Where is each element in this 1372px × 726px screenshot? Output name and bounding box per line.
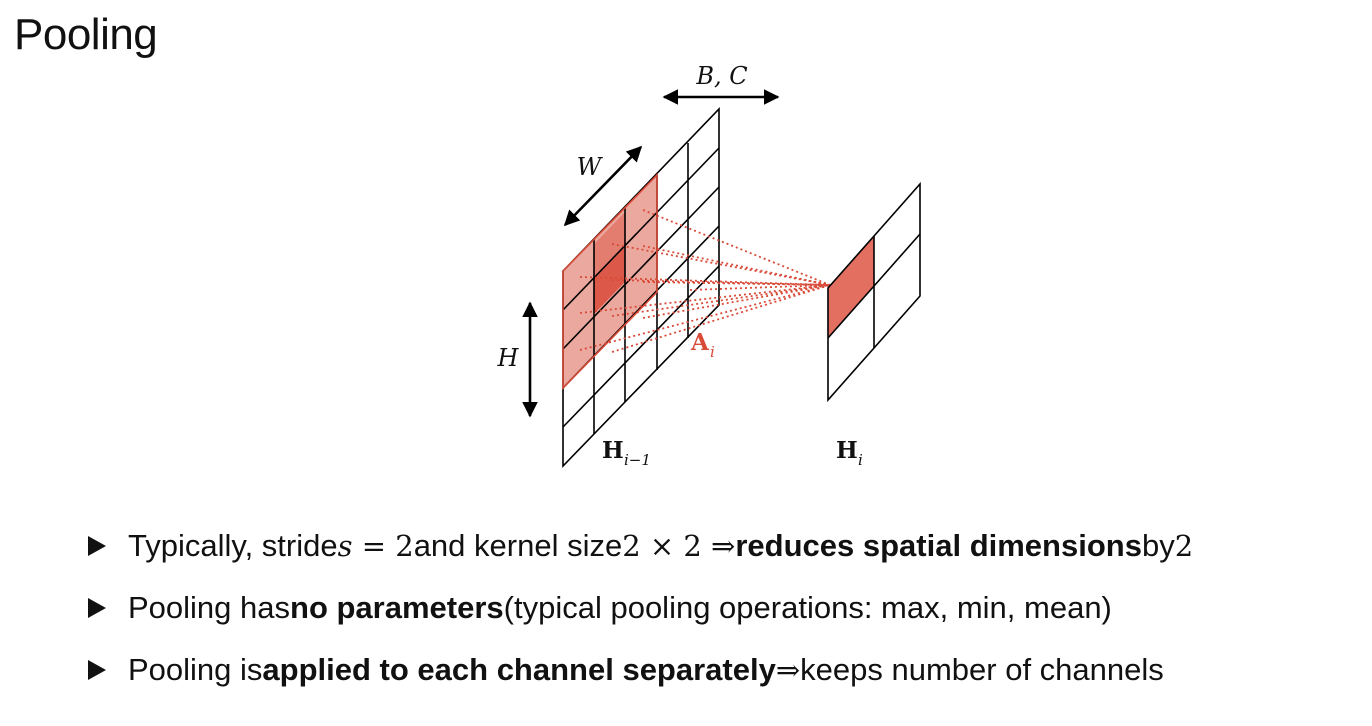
bullet-item: Pooling is applied to each channel separ… (88, 646, 1193, 694)
width-label: W (577, 153, 604, 181)
output-map-label-sub: i (858, 451, 863, 469)
bullet-text: Typically, stride (128, 528, 338, 563)
stride-symbol: s (337, 529, 353, 563)
slide-title: Pooling (14, 10, 158, 59)
bullet-text: keeps number of channels (800, 652, 1164, 687)
bullet-emphasis: reduces spatial dimensions (735, 528, 1142, 563)
bullet-emphasis: no parameters (290, 590, 504, 625)
bullet-text: Pooling has (128, 590, 291, 625)
bullet-list: Typically, stride s = 2 and kernel size … (88, 522, 1193, 708)
width-arrow (563, 145, 643, 227)
bullet-text: by (1141, 528, 1175, 563)
bullet-math: ⇒ (775, 653, 801, 687)
bullet-text: Pooling is (128, 652, 263, 687)
channel-label: B, C (695, 62, 747, 90)
bullet-emphasis: applied to each channel separately (262, 652, 776, 687)
bullet-item: Pooling has no parameters (typical pooli… (88, 584, 1193, 632)
stride-value: = 2 (352, 529, 414, 563)
input-map-label: H (602, 437, 624, 464)
bullet-triangle-icon (88, 598, 106, 618)
output-grid (827, 181, 921, 403)
bullet-triangle-icon (88, 536, 106, 556)
bullet-math: 2 (1174, 529, 1194, 563)
pooling-diagram-svg: B, C W H A i H i−1 H i (497, 62, 921, 469)
height-label: H (497, 344, 520, 372)
input-map-label-sub: i−1 (624, 451, 651, 469)
bullet-item: Typically, stride s = 2 and kernel size … (88, 522, 1193, 570)
bullet-text: (typical pooling operations: max, min, m… (503, 590, 1112, 625)
bullet-math: 2 × 2 ⇒ (622, 529, 736, 563)
pooling-diagram: B, C W H A i H i−1 H i (480, 55, 940, 480)
receptive-field-label: A (690, 329, 710, 356)
pooling-connections (579, 209, 831, 353)
bullet-math: s = 2 (338, 529, 414, 563)
receptive-field-highlight (563, 175, 657, 388)
receptive-field-label-sub: i (710, 343, 715, 361)
bullet-triangle-icon (88, 660, 106, 680)
bullet-text: and kernel size (413, 528, 623, 563)
output-map-label: H (836, 437, 858, 464)
